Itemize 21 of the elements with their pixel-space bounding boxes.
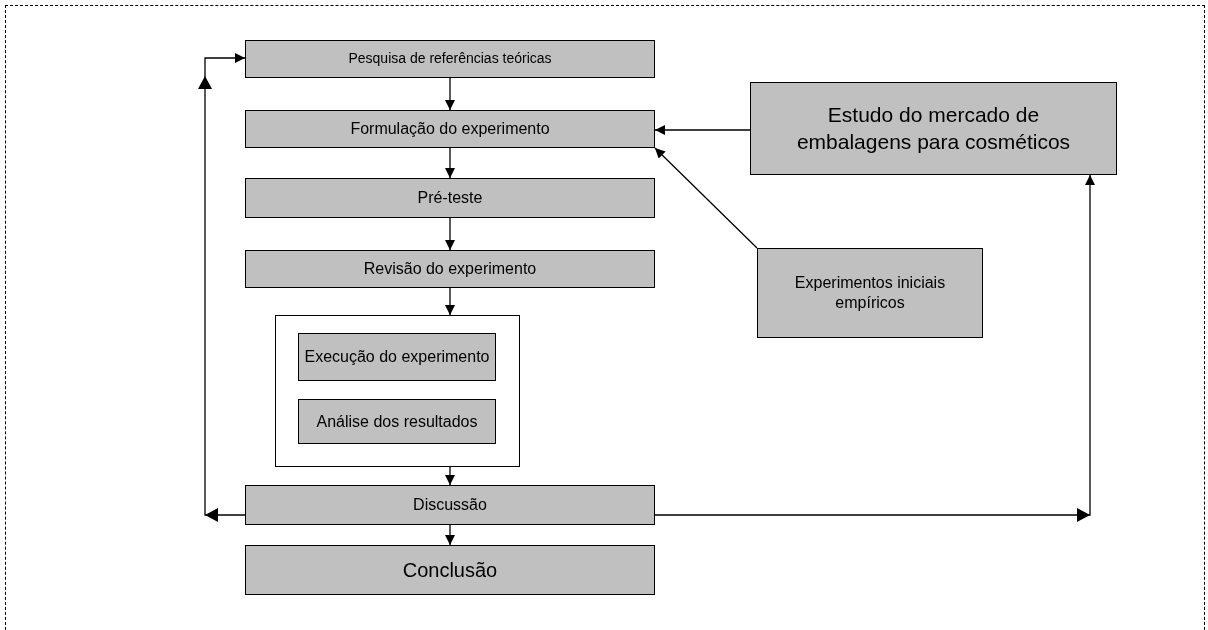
process-box: Conclusão bbox=[245, 545, 655, 595]
arrow bbox=[445, 287, 455, 316]
process-box: Execução do experimento bbox=[298, 333, 496, 381]
arrow bbox=[198, 53, 246, 522]
arrow bbox=[445, 217, 455, 251]
arrow bbox=[445, 524, 455, 546]
arrow bbox=[654, 147, 758, 249]
arrow bbox=[654, 125, 751, 135]
process-box: Formulação do experimento bbox=[245, 110, 655, 148]
process-box: Discussão bbox=[245, 485, 655, 525]
process-box: Pesquisa de referências teóricas bbox=[245, 40, 655, 78]
group-box bbox=[275, 315, 520, 467]
process-box: Análise dos resultados bbox=[298, 399, 496, 444]
process-box: Pré-teste bbox=[245, 178, 655, 218]
arrow bbox=[445, 147, 455, 179]
process-box: Revisão do experimento bbox=[245, 250, 655, 288]
input-box: Estudo do mercado de embalagens para cosméticos bbox=[750, 82, 1117, 175]
arrow bbox=[445, 466, 455, 486]
input-box: Experimentos iniciais empíricos bbox=[757, 248, 983, 338]
arrow bbox=[445, 77, 455, 111]
arrow bbox=[654, 174, 1095, 522]
